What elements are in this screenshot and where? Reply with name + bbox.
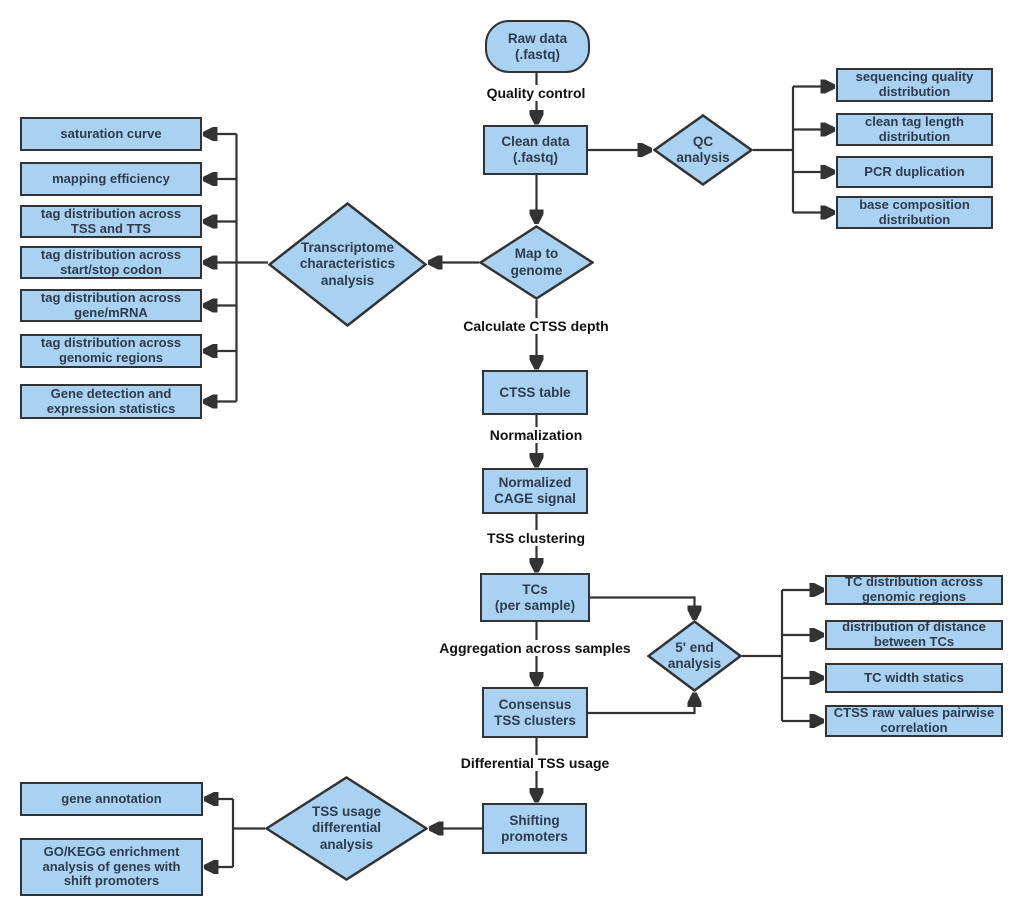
edge-label-quality-control: Quality control xyxy=(483,85,589,101)
node-normalized-cage-signal: Normalized CAGE signal xyxy=(482,468,588,514)
node-label: TSS usage differential analysis xyxy=(311,803,382,852)
output-box-ctss-raw-values-pairwise-correlation: CTSS raw values pairwise correlation xyxy=(825,705,1003,737)
node-consensus-tss-clusters: Consensus TSS clusters xyxy=(482,687,588,738)
output-box-go-kegg-enrichment: GO/KEGG enrichment analysis of genes wit… xyxy=(20,838,203,896)
output-box-sequencing-quality-distribution: sequencing quality distribution xyxy=(836,68,993,102)
edge-fiveend-branch-stem xyxy=(742,590,784,721)
node-ctss-table: CTSS table xyxy=(482,370,588,415)
edge-tcs-fiveend xyxy=(590,596,695,619)
output-box-gene-annotation: gene annotation xyxy=(20,782,203,816)
diamond-shape xyxy=(653,114,753,186)
node-map-to-genome: Map to genome xyxy=(479,225,594,300)
output-box-distribution-distance-between-tcs: distribution of distance between TCs xyxy=(825,620,1003,650)
node-label: Transcriptome characteristics analysis xyxy=(299,239,396,288)
output-box-tag-distribution-genomic-regions: tag distribution across genomic regions xyxy=(20,334,202,368)
edge-tssusage-branch-stem xyxy=(231,799,265,867)
node-shifting-promoters: Shifting promoters xyxy=(482,803,587,854)
diamond-shape xyxy=(647,620,742,692)
diamond-shape xyxy=(479,225,594,300)
node-tcs-per-sample: TCs (per sample) xyxy=(480,573,590,622)
node-transcriptome-characteristics-analysis: Transcriptome characteristics analysis xyxy=(268,202,427,327)
edge-label-normalization: Normalization xyxy=(486,427,586,443)
node-clean-data: Clean data (.fastq) xyxy=(483,125,588,175)
output-box-tag-distribution-start-stop-codon: tag distribution across start/stop codon xyxy=(20,246,202,279)
edge-label-aggregation-across-samples: Aggregation across samples xyxy=(436,640,634,656)
node-raw-data: Raw data (.fastq) xyxy=(485,20,590,73)
edge-label-differential-tss-usage: Differential TSS usage xyxy=(457,755,613,771)
diamond-shape xyxy=(268,202,427,327)
output-box-pcr-duplication: PCR duplication xyxy=(836,156,993,188)
output-box-tag-distribution-tss-tts: tag distribution across TSS and TTS xyxy=(20,205,202,238)
output-box-clean-tag-length-distribution: clean tag length distribution xyxy=(836,113,993,146)
edge-label-tss-clustering: TSS clustering xyxy=(483,530,589,546)
output-box-tc-distribution-genomic-regions: TC distribution across genomic regions xyxy=(825,575,1003,605)
output-box-tc-width-statics: TC width statics xyxy=(825,663,1003,693)
output-box-tag-distribution-gene-mrna: tag distribution across gene/mRNA xyxy=(20,289,202,322)
diamond-shape xyxy=(265,776,428,881)
node-qc-analysis: QC analysis xyxy=(653,114,753,186)
output-box-base-composition-distribution: base composition distribution xyxy=(836,196,993,229)
node-five-prime-end-analysis: 5' end analysis xyxy=(647,620,742,692)
edge-consensus-fiveend xyxy=(588,695,695,715)
node-label: 5' end analysis xyxy=(667,639,722,671)
output-box-mapping-efficiency: mapping efficiency xyxy=(20,162,202,196)
node-label: QC analysis xyxy=(676,133,730,165)
node-label: Map to genome xyxy=(510,246,563,278)
edge-label-calculate-ctss-depth: Calculate CTSS depth xyxy=(460,318,612,334)
edge-transcriptome-branch-stem xyxy=(235,134,268,402)
edge-qc-branch-stem xyxy=(753,86,795,213)
output-box-gene-detection-expression-statistics: Gene detection and expression statistics xyxy=(20,384,202,419)
output-box-saturation-curve: saturation curve xyxy=(20,117,202,151)
node-tss-usage-differential-analysis: TSS usage differential analysis xyxy=(265,776,428,881)
